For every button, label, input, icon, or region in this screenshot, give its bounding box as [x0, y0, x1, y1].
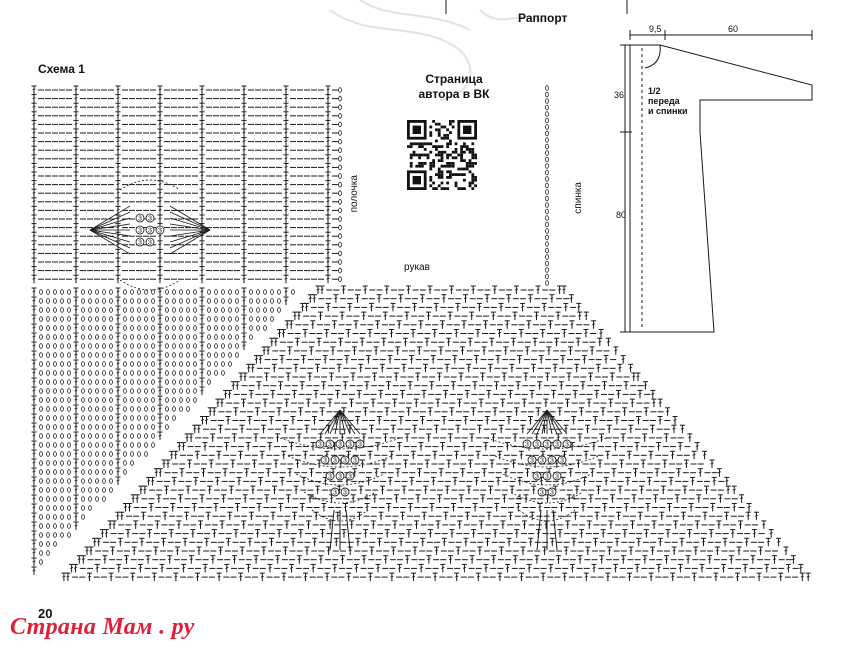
site-watermark: Страна Мам . ру: [10, 614, 195, 640]
back-label: спинка: [573, 182, 584, 214]
dim-label-body-height: 80: [616, 210, 627, 220]
qr-code[interactable]: [404, 120, 480, 190]
half-label-line2: переда: [648, 96, 680, 106]
half-label-line1: 1/2: [648, 86, 661, 96]
author-page-label: Страница автора в ВК: [404, 72, 504, 102]
rapport-label: Раппорт: [518, 11, 568, 25]
scheme-title: Схема 1: [38, 62, 85, 76]
half-front-back-label: 1/2 переда и спинки: [648, 86, 687, 116]
author-label-line2: автора в ВК: [418, 87, 490, 101]
sleeve-label: рукав: [404, 262, 430, 273]
garment-pattern-outline: [445, 0, 813, 333]
grid-top-block: [31, 85, 342, 284]
author-label-line1: Страница: [425, 72, 483, 86]
page-number: 20: [38, 606, 53, 621]
grid-fan-block: [61, 285, 811, 582]
front-label: полочка: [349, 175, 360, 213]
dim-label-yoke-height: 36: [614, 90, 625, 100]
neck-curve: [630, 44, 661, 69]
pattern-body-outline: [629, 44, 813, 333]
grid-left-block: [31, 287, 295, 575]
dim-label-sleeve-width: 60: [728, 24, 739, 34]
decorative-flourish: [329, 0, 541, 101]
half-label-line3: и спинки: [648, 106, 688, 116]
back-dot-column: [545, 85, 549, 286]
dim-label-neck-width: 9,5: [649, 24, 662, 34]
